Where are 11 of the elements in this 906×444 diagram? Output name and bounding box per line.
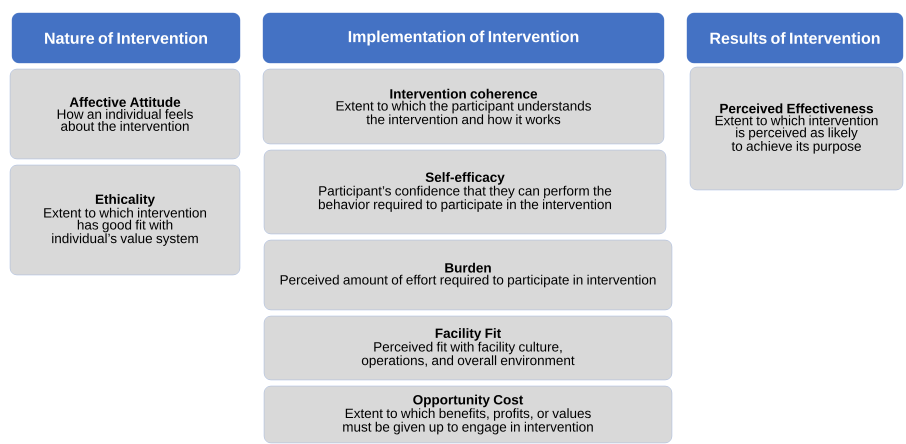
column-header: Results of Intervention xyxy=(686,12,904,64)
column-header: Nature of Intervention xyxy=(12,12,240,64)
attribute-card: Ethicality Extent to which intervention has good fit with individual’s value system xyxy=(10,164,240,276)
column-header: Implementation of Intervention xyxy=(262,12,664,64)
attribute-card: Self-efficacy Participant’s confidence that they can perform the behavior required to participate in the intervention xyxy=(264,150,666,234)
attribute-card: Facility Fit Perceived fit with facility culture, operations, and overall environment xyxy=(264,316,672,380)
attribute-card: Intervention coherence Extent to which the participant understands the intervention and how it works xyxy=(262,68,664,144)
attribute-card: Opportunity Cost Extent to which benefits, profits, or values must be given up to engage in intervention xyxy=(264,386,672,444)
attribute-card: Affective Attitude How an individual feels about the intervention xyxy=(10,68,240,160)
attribute-card: Perceived Effectiveness Extent to which intervention is perceived as likely to achieve its purpose xyxy=(690,66,904,190)
attribute-card: Burden Perceived amount of effort required to participate in intervention xyxy=(264,240,672,310)
